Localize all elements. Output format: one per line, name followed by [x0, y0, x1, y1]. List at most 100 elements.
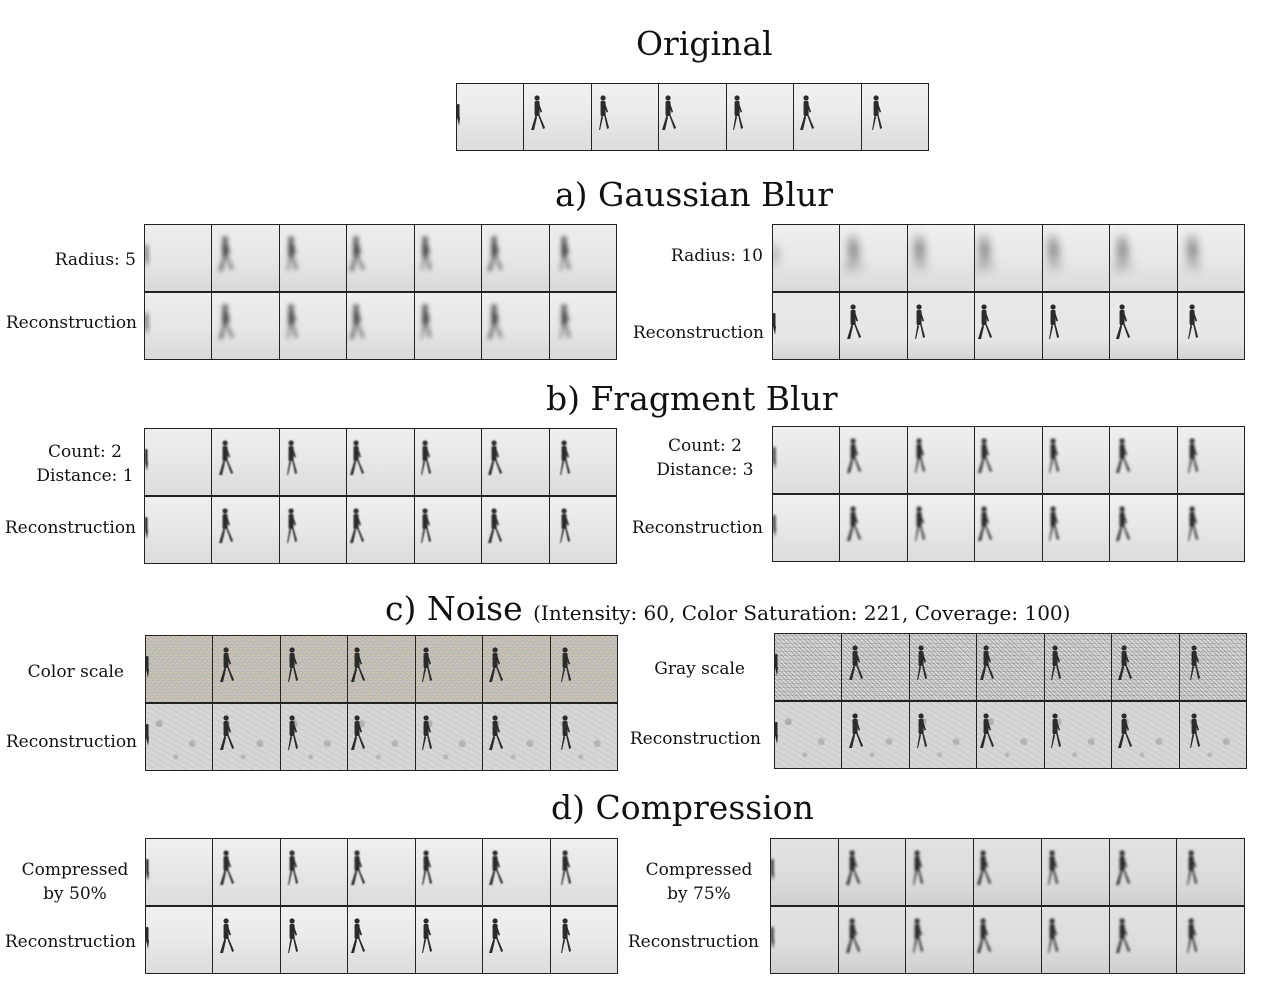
video-frame	[548, 429, 616, 495]
video-frame	[1178, 634, 1246, 700]
walking-person-icon	[980, 645, 995, 680]
video-frame	[973, 839, 1041, 905]
walking-person-icon	[560, 850, 571, 885]
video-frame	[1109, 495, 1177, 561]
video-frame	[839, 427, 907, 493]
walking-person-icon	[351, 918, 366, 953]
walking-person-icon	[978, 304, 993, 339]
walking-person-icon	[1116, 506, 1131, 541]
frame-strip-gaussian-radius-5	[144, 224, 617, 292]
walking-person-icon	[420, 236, 431, 271]
walking-person-icon	[286, 508, 297, 543]
walking-person-icon	[913, 850, 924, 885]
walking-person-icon	[421, 850, 432, 885]
frame-strip-fragment-distance-1-reconstruction	[144, 496, 617, 564]
label-color-scale: Color scale	[27, 662, 124, 682]
walking-person-icon	[351, 647, 366, 682]
video-frame	[905, 839, 974, 905]
walking-person-icon	[560, 918, 571, 953]
video-frame	[279, 704, 348, 770]
walking-person-icon	[732, 95, 743, 130]
video-frame	[1178, 702, 1246, 768]
walking-person-icon	[1116, 304, 1131, 339]
walking-person-icon	[559, 236, 570, 271]
video-frame	[482, 907, 550, 973]
label-reconstruction-noise-right: Reconstruction	[629, 729, 761, 749]
video-frame	[841, 702, 909, 768]
walking-person-icon	[775, 722, 779, 744]
walking-person-icon	[1050, 713, 1061, 748]
video-frame	[1176, 225, 1244, 291]
video-frame	[146, 636, 213, 702]
walking-person-icon	[488, 440, 503, 475]
walking-person-icon	[146, 724, 150, 746]
video-frame	[481, 429, 549, 495]
video-frame	[278, 429, 347, 495]
walking-person-icon	[489, 918, 504, 953]
video-frame	[1043, 702, 1112, 768]
walking-person-icon	[146, 656, 150, 678]
walking-person-icon	[847, 304, 862, 339]
video-frame	[212, 704, 280, 770]
video-frame	[548, 225, 616, 291]
walking-person-icon	[287, 647, 298, 682]
walking-person-icon	[489, 647, 504, 682]
video-frame	[549, 636, 617, 702]
video-frame	[279, 636, 348, 702]
video-frame	[414, 636, 483, 702]
label-reconstruction-fragment-left: Reconstruction	[4, 518, 136, 538]
walking-person-icon	[145, 313, 149, 335]
walking-person-icon	[914, 236, 925, 271]
video-frame	[549, 704, 617, 770]
noise-title-params: (Intensity: 60, Color Saturation: 221, C…	[533, 601, 1071, 625]
video-frame	[775, 702, 842, 768]
video-frame	[212, 907, 280, 973]
walking-person-icon	[1050, 645, 1061, 680]
walking-person-icon	[977, 918, 992, 953]
walking-person-icon	[914, 438, 925, 473]
video-frame	[1109, 225, 1177, 291]
video-frame	[1041, 427, 1110, 493]
video-frame	[145, 429, 212, 495]
walking-person-icon	[145, 517, 149, 539]
video-frame	[973, 907, 1041, 973]
video-frame	[906, 225, 975, 291]
walking-person-icon	[849, 645, 864, 680]
walking-person-icon	[488, 236, 503, 271]
video-frame	[1176, 293, 1244, 359]
walking-person-icon	[146, 859, 150, 881]
video-frame	[212, 636, 280, 702]
video-frame	[278, 225, 347, 291]
video-frame	[771, 839, 838, 905]
walking-person-icon	[773, 515, 777, 537]
video-frame	[839, 293, 907, 359]
video-frame	[1111, 634, 1179, 700]
walking-person-icon	[913, 918, 924, 953]
video-frame	[1041, 293, 1110, 359]
video-frame	[481, 225, 549, 291]
walking-person-icon	[287, 715, 298, 750]
walking-person-icon	[488, 508, 503, 543]
walking-person-icon	[1115, 850, 1130, 885]
video-frame	[793, 84, 861, 150]
video-frame	[906, 293, 975, 359]
walking-person-icon	[421, 647, 432, 682]
walking-person-icon	[800, 95, 815, 130]
label-radius-5: Radius: 5	[54, 250, 136, 270]
video-frame	[1040, 839, 1109, 905]
walking-person-icon	[1047, 850, 1059, 885]
walking-person-icon	[220, 918, 235, 953]
walking-person-icon	[220, 647, 235, 682]
video-frame	[549, 839, 617, 905]
video-frame	[860, 84, 928, 150]
video-frame	[481, 497, 549, 563]
title-gaussian-blur: a) Gaussian Blur	[555, 175, 834, 214]
video-frame	[976, 634, 1044, 700]
frame-strip-noise-color-reconstruction	[145, 703, 618, 771]
walking-person-icon	[1118, 645, 1133, 680]
walking-person-icon	[420, 304, 431, 339]
frame-strip-original	[456, 83, 929, 151]
title-original: Original	[636, 24, 773, 63]
walking-person-icon	[220, 850, 235, 885]
